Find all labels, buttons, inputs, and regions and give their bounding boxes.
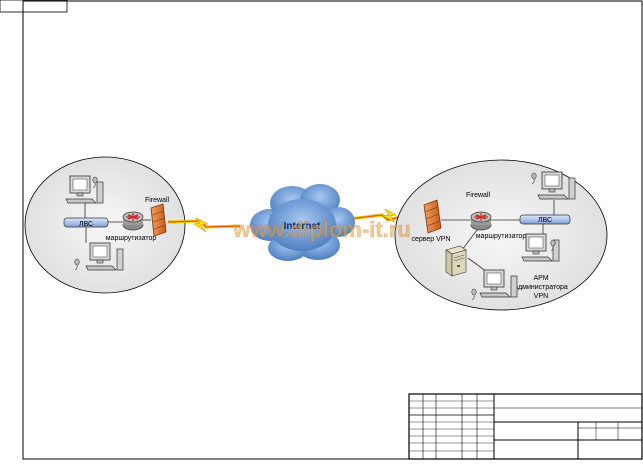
vpn-server-tower-icon: [445, 245, 467, 277]
right-router-icon: [470, 211, 492, 231]
sheet-border: [22, 0, 643, 460]
link-left-to-cloud: [167, 217, 241, 233]
right-firewall-label: Firewall: [466, 192, 491, 199]
admin-label-line1: АРМ: [533, 275, 548, 282]
left-firewall-label: Firewall: [145, 197, 170, 204]
right-lan-bar: [519, 214, 571, 225]
left-lan-label: ЛВС: [79, 221, 93, 228]
left-router-label: маршрутизатор: [106, 235, 157, 242]
right-top-pc-icon: [537, 171, 576, 200]
admin-label-line3: VPN: [534, 293, 548, 300]
admin-label-line2: администратора: [514, 284, 568, 291]
vpn-server-label: сервер VPN: [411, 236, 450, 243]
internet-label: Internet: [284, 221, 321, 232]
internet-cloud-icon: [250, 184, 355, 261]
watermark-text: www.diplom-it.ru: [232, 217, 411, 242]
title-block: [408, 393, 643, 460]
stamp-corner-box: [0, 0, 68, 13]
right-lan-label: ЛВС: [538, 217, 552, 224]
left-router-icon: [122, 211, 144, 231]
right-router-label: маршрутизатор: [476, 233, 527, 240]
